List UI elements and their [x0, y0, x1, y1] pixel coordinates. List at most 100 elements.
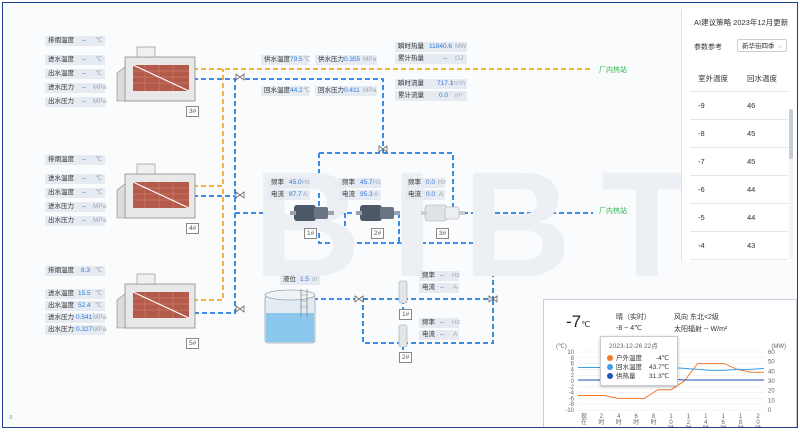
x-tick: 1	[669, 414, 673, 420]
y-tick-right: 40	[768, 369, 775, 375]
tooltip-value: 43.7℃	[649, 364, 669, 371]
y-tick-right: 30	[768, 379, 775, 385]
x-tick: 现	[581, 413, 587, 420]
tooltip-row-outdoor: 户外温度 -4℃	[607, 354, 673, 363]
boiler-3-out-press: 出水压力--MPa	[45, 97, 106, 107]
boiler-5-icon[interactable]	[115, 270, 199, 334]
small-pump-2-freq: 频率--Hz	[419, 318, 460, 328]
table-header: 室外温度回水温度	[690, 65, 788, 92]
pipe-network	[193, 68, 593, 353]
boiler-4-out-temp: 出水温度--℃	[45, 188, 105, 198]
boiler-4-in-press: 进水压力--MPa	[45, 202, 106, 212]
x-tick: 1	[704, 414, 708, 420]
boiler-4-out-press: 出水压力--MPa	[45, 216, 106, 226]
boiler-4-in-temp: 进水温度--℃	[45, 174, 105, 184]
x-tick: 0	[756, 420, 760, 426]
watermark: BIBT	[253, 140, 723, 308]
tooltip-value: -4℃	[655, 355, 669, 362]
x-tick: 8	[652, 414, 656, 420]
small-pump-1-icon[interactable]	[397, 279, 409, 307]
boiler-4-icon[interactable]	[115, 160, 199, 224]
return-dot-icon	[607, 364, 613, 370]
x-tick: 时	[738, 424, 744, 428]
cell: 43	[739, 231, 788, 260]
reference-select[interactable]: 新华街四季⌵	[737, 39, 787, 52]
boiler-4-flue-temp: 排烟温度--℃	[45, 155, 105, 165]
x-tick: 6	[635, 414, 639, 420]
wind-info: 风向 东北<2级	[674, 314, 719, 321]
cell: -5	[690, 203, 739, 232]
outdoor-dot-icon	[607, 355, 613, 361]
x-tick: 时	[616, 418, 622, 426]
x-tick: 时	[703, 424, 709, 428]
panel-subtitle: 参数参考	[694, 44, 722, 51]
plant-station-sink-2: 厂内热站	[599, 208, 627, 215]
series-line-1	[578, 363, 764, 399]
small-pump-1-number: 1#	[399, 309, 413, 320]
y-tick-left: 2	[571, 373, 575, 379]
scrollbar-thumb[interactable]	[789, 109, 793, 159]
tooltip-time: 2023-12-26 22点	[609, 343, 658, 350]
y-tick-right: 20	[768, 389, 775, 395]
pump-1-number: 1#	[304, 228, 318, 239]
cell: -8	[690, 119, 739, 148]
small-pump-2-icon[interactable]	[397, 323, 409, 351]
panel-scrollbar[interactable]	[789, 109, 793, 259]
collapse-icon[interactable]: ≡	[9, 415, 13, 421]
pump-2-icon[interactable]	[356, 201, 402, 225]
cell: -9	[690, 91, 739, 120]
boiler-3-icon[interactable]	[115, 43, 199, 107]
x-tick: 1	[722, 414, 726, 420]
x-tick: 1	[739, 414, 743, 420]
sky-condition: 晴（实时）	[616, 314, 651, 321]
panel-title: AI建议策略 2023年12月更新	[694, 18, 789, 27]
current-temp-value: -7	[566, 312, 582, 331]
ai-strategy-panel: AI建议策略 2023年12月更新 参数参考 新华街四季⌵ 室外温度回水温度 -…	[681, 9, 795, 261]
y-tick-right: 10	[768, 398, 775, 404]
y-tick-left: -2	[569, 385, 575, 391]
x-tick: 6	[722, 420, 726, 426]
small-pump-2-current: 电流--A	[419, 330, 459, 340]
y-tick-left: 8	[571, 356, 575, 362]
weather-panel: -7℃ 晴（实时） -8 ~ 4℃ 风向 东北<2级 太阳辐射 -- W/m² …	[543, 299, 797, 428]
total-heat: 累计热量--GJ	[395, 54, 467, 64]
x-tick: 时	[685, 424, 691, 428]
small-pump-1-current: 电流--A	[419, 283, 459, 293]
temp-range: -8 ~ 4℃	[616, 325, 642, 332]
tooltip-name: 户外温度	[616, 355, 642, 362]
reference-select-value: 新华街四季	[742, 43, 775, 50]
y-tick-left: 6	[571, 362, 575, 368]
cell: 45	[739, 119, 788, 148]
water-tank-icon[interactable]	[261, 287, 319, 347]
small-pump-1-freq: 频率--Hz	[419, 271, 460, 281]
y-tick-left: 0	[571, 379, 575, 385]
y-tick-left: -4	[569, 391, 575, 397]
y-axis-right-label: (MW)	[771, 344, 786, 350]
small-pump-2-number: 2#	[399, 352, 413, 363]
x-tick: 1	[687, 414, 691, 420]
y-axis-left-label: (℃)	[556, 344, 567, 350]
pump-3-icon[interactable]	[421, 201, 467, 225]
boiler-3-in-temp: 进水温度--℃	[45, 55, 105, 65]
pump-1-icon[interactable]	[290, 201, 336, 225]
boiler-3-in-press: 进水压力--MPa	[45, 83, 106, 93]
x-tick: 4	[704, 420, 708, 426]
tooltip-name: 回水温度	[616, 364, 642, 371]
